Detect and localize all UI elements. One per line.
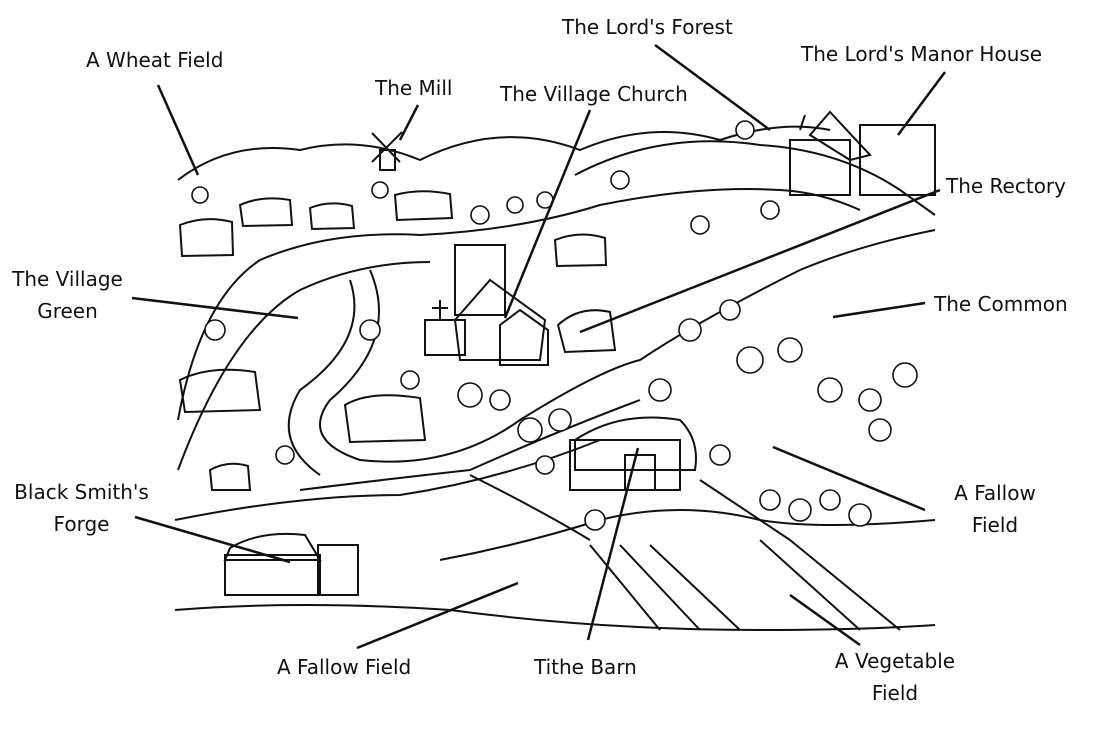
leader-wheat bbox=[156, 84, 200, 176]
leader-forge bbox=[134, 515, 291, 564]
label-vegetable-line-1: A Vegetable bbox=[834, 649, 956, 673]
strip-3 bbox=[649, 544, 741, 631]
road-village bbox=[319, 229, 936, 463]
label-forge-line-2: Forge bbox=[53, 512, 110, 536]
mill-body bbox=[379, 149, 396, 171]
leader-mill bbox=[398, 104, 420, 141]
cottage-5 bbox=[553, 233, 608, 268]
label-fallow-right-line-1: A Fallow bbox=[954, 481, 1036, 505]
hill-left bbox=[177, 125, 831, 181]
leader-tithe bbox=[586, 447, 640, 641]
church-gable bbox=[499, 308, 549, 366]
leader-rectory bbox=[579, 188, 941, 334]
strip-5 bbox=[759, 539, 861, 631]
leader-manor bbox=[896, 71, 947, 136]
forge-shed bbox=[317, 544, 359, 596]
church-tower bbox=[454, 244, 506, 316]
leader-vegetable bbox=[789, 593, 861, 647]
church-roof bbox=[453, 278, 547, 361]
label-village-green-line-1: The Village bbox=[12, 267, 123, 291]
leader-forest bbox=[654, 43, 771, 132]
manor-main bbox=[789, 139, 851, 196]
forge-roof bbox=[223, 532, 322, 561]
church-side bbox=[424, 319, 466, 356]
cottage-4 bbox=[393, 190, 454, 222]
label-forge-line-1: Black Smith's bbox=[14, 480, 149, 504]
label-common: The Common bbox=[934, 292, 1068, 316]
rectory bbox=[556, 309, 617, 354]
strip-1 bbox=[589, 544, 661, 631]
barn-roof bbox=[574, 416, 697, 471]
leader-church bbox=[503, 109, 592, 319]
label-vegetable: A Vegetable Field bbox=[815, 645, 975, 709]
wall-diagonal bbox=[469, 474, 591, 541]
label-rectory: The Rectory bbox=[946, 174, 1066, 198]
road-main-edge bbox=[177, 261, 431, 471]
trees bbox=[191, 120, 918, 531]
label-forest: The Lord's Forest bbox=[562, 15, 733, 39]
hill-right bbox=[574, 140, 936, 216]
leader-fallow-bottom bbox=[356, 581, 519, 650]
label-tithe-barn: Tithe Barn bbox=[534, 655, 637, 679]
strip-2 bbox=[619, 544, 701, 631]
cottage-2 bbox=[343, 394, 427, 444]
label-mill: The Mill bbox=[375, 76, 453, 100]
road-village-edge bbox=[287, 279, 356, 476]
label-fallow-right: A Fallow Field bbox=[930, 477, 1060, 541]
label-fallow-bottom: A Fallow Field bbox=[277, 655, 412, 679]
cottage-7 bbox=[208, 462, 252, 491]
label-forge: Black Smith's Forge bbox=[4, 476, 159, 540]
label-village-green: The Village Green bbox=[5, 263, 130, 327]
cottage-3 bbox=[238, 197, 294, 228]
leader-lines bbox=[131, 43, 947, 650]
leader-common bbox=[832, 301, 926, 319]
manor-roof bbox=[808, 110, 872, 162]
forge-wall bbox=[224, 554, 321, 596]
cottage-6 bbox=[178, 218, 235, 258]
strip-4 bbox=[789, 539, 901, 631]
road-main bbox=[177, 188, 861, 421]
manor-wing bbox=[859, 124, 936, 196]
leader-green bbox=[131, 296, 299, 320]
cottage-1 bbox=[178, 368, 262, 414]
label-church: The Village Church bbox=[500, 82, 688, 106]
mill-sail-b bbox=[371, 131, 403, 163]
wall-right bbox=[699, 479, 791, 541]
label-village-green-line-2: Green bbox=[37, 299, 98, 323]
road-lower bbox=[299, 399, 641, 491]
label-fallow-right-line-2: Field bbox=[971, 513, 1019, 537]
barn-door bbox=[624, 454, 656, 491]
leader-fallow-right bbox=[772, 445, 926, 512]
wall-middle bbox=[439, 509, 936, 561]
label-vegetable-line-2: Field bbox=[871, 681, 919, 705]
label-manor: The Lord's Manor House bbox=[801, 42, 1043, 66]
cottage-8 bbox=[308, 202, 356, 231]
label-wheat-field: A Wheat Field bbox=[86, 48, 224, 72]
